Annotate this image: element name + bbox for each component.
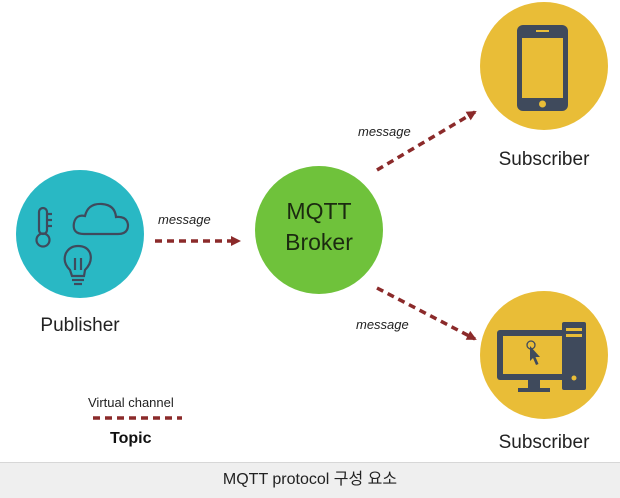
broker-label-line1: MQTT xyxy=(286,198,352,224)
figure-caption: MQTT protocol 구성 요소 xyxy=(222,471,398,488)
thermometer-icon xyxy=(35,206,52,248)
broker-label: MQTT Broker xyxy=(254,196,384,258)
broker-label-line2: Broker xyxy=(285,229,353,255)
arrow-broker-to-subscriber-bottom xyxy=(376,286,477,341)
desktop-computer-icon xyxy=(497,322,586,392)
lightbulb-icon xyxy=(63,244,92,286)
arrow-broker-to-subscriber-top xyxy=(376,110,477,172)
publisher-label: Publisher xyxy=(40,315,120,336)
message-label-broker-subscriber-top: message xyxy=(358,124,411,139)
legend-topic-label: Topic xyxy=(110,430,152,447)
legend-title: Virtual channel xyxy=(88,395,174,410)
cloud-icon xyxy=(72,202,130,236)
message-label-broker-subscriber-bottom: message xyxy=(356,317,409,332)
mqtt-diagram xyxy=(16,2,608,420)
subscriber-bottom-label: Subscriber xyxy=(498,432,590,453)
message-label-publisher-broker: message xyxy=(158,212,211,227)
subscriber-top-label: Subscriber xyxy=(498,149,590,170)
broker-node xyxy=(255,166,383,294)
caption-bar xyxy=(0,462,620,498)
smartphone-icon xyxy=(517,25,568,111)
